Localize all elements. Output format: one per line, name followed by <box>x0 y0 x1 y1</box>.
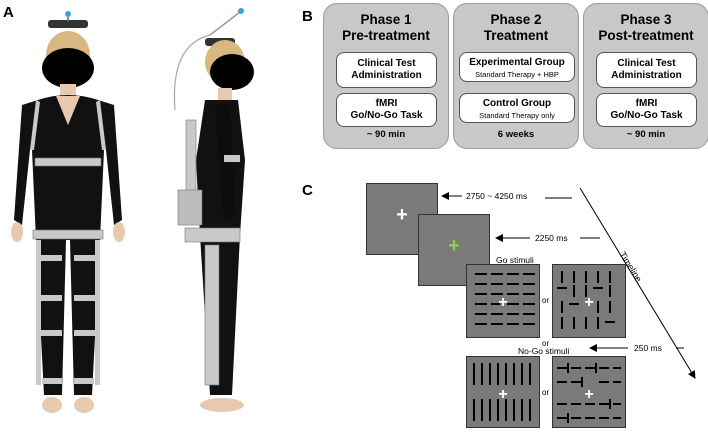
go-stimulus-horizontal: + <box>466 264 540 338</box>
phase-3-fmri-box: fMRI Go/No-Go Task <box>596 93 697 127</box>
phase-3-title: Phase 3 <box>620 12 672 27</box>
green-cue-cross: + <box>448 235 460 257</box>
mixed-dash-pattern: + <box>557 363 621 423</box>
box-line1: Clinical Test <box>617 58 676 69</box>
or-label-go: or <box>542 296 550 305</box>
phase-2-duration: 6 weeks <box>497 129 535 140</box>
phase-1-clinical-box: Clinical Test Administration <box>336 52 437 88</box>
box-line1: fMRI <box>375 98 398 109</box>
phase-3-subtitle: Post-treatment <box>598 28 694 43</box>
box-line1: fMRI <box>635 98 658 109</box>
or-label-nogo: or <box>542 388 550 397</box>
front-view-person <box>11 11 125 413</box>
exoskeleton-photo <box>11 8 254 413</box>
box-line2: Go/No-Go Task <box>350 110 423 121</box>
or-label-between: or <box>542 339 550 348</box>
phase-3-clinical-box: Clinical Test Administration <box>596 52 697 88</box>
box-line1: Experimental Group <box>469 57 565 68</box>
svg-text:+: + <box>584 386 593 403</box>
box-line1: Control Group <box>482 98 552 109</box>
phase-3-duration: ~ 90 min <box>626 129 666 140</box>
phase-1-card: Phase 1 Pre-treatment Clinical Test Admi… <box>323 3 449 149</box>
timeline-arrow <box>579 187 696 379</box>
phase-2-card: Phase 2 Treatment Experimental Group Sta… <box>453 3 579 149</box>
phase-1-title: Phase 1 <box>360 12 412 27</box>
phase-2-title: Phase 2 <box>490 12 542 27</box>
stimulus-duration-label: 250 ms <box>634 343 662 353</box>
horizontal-dash-pattern: + <box>475 273 535 325</box>
phase-1-duration: ~ 90 min <box>366 129 406 140</box>
phase-1-fmri-box: fMRI Go/No-Go Task <box>336 93 437 127</box>
go-stimuli-label: Go stimuli <box>496 255 534 265</box>
nogo-stimulus-vertical: + <box>466 356 540 428</box>
phase-2-control-box: Control Group Standard Therapy only <box>459 93 575 123</box>
box-line2: Go/No-Go Task <box>610 110 683 121</box>
svg-text:+: + <box>584 294 593 311</box>
box-line2: Standard Therapy + HBP <box>475 70 559 79</box>
panel-label-a: A <box>3 4 14 21</box>
box-line2: Administration <box>611 70 682 81</box>
mixed-line-pattern: + <box>557 271 615 329</box>
cue-duration-label: 2250 ms <box>535 233 568 243</box>
fixation-cross: + <box>396 204 408 226</box>
go-stimulus-mixed: + <box>552 264 626 338</box>
box-line1: Clinical Test <box>357 58 416 69</box>
box-line2: Administration <box>351 70 422 81</box>
phase-3-card: Phase 3 Post-treatment Clinical Test Adm… <box>583 3 708 149</box>
phase-2-subtitle: Treatment <box>483 28 549 43</box>
vertical-bar-pattern: + <box>473 363 531 421</box>
fixation-duration-label: 2750 ~ 4250 ms <box>466 191 528 201</box>
face-blur-mask-side <box>210 54 254 90</box>
panel-label-c: C <box>302 182 313 199</box>
side-view-person <box>173 8 254 412</box>
panel-label-b: B <box>302 8 313 25</box>
box-line2: Standard Therapy only <box>479 111 555 120</box>
nogo-stimuli-label: No-Go stimuli <box>518 346 570 356</box>
phase-2-experimental-box: Experimental Group Standard Therapy + HB… <box>459 52 575 82</box>
svg-text:+: + <box>498 386 507 403</box>
nogo-stimulus-mixed: + <box>552 356 626 428</box>
face-blur-mask <box>42 48 94 88</box>
svg-text:+: + <box>498 294 507 311</box>
phase-1-subtitle: Pre-treatment <box>342 28 430 43</box>
